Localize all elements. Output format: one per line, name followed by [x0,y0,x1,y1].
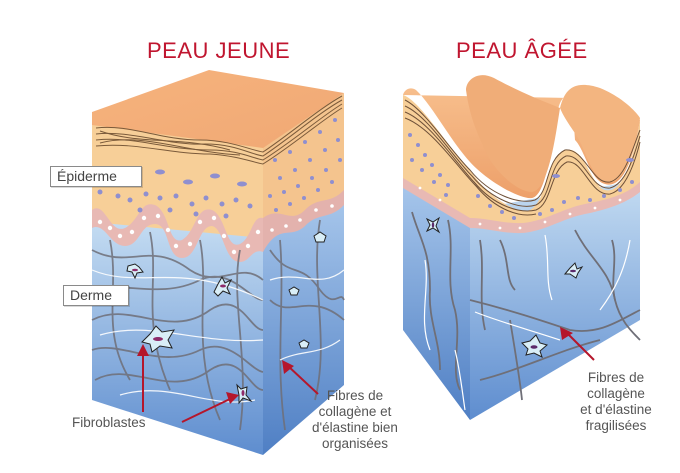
caption-line: fragilisées [585,418,647,433]
title-young-skin: PEAU JEUNE [147,38,291,63]
caption-line: d'élastine bien [312,420,398,435]
young-basal-dots [97,204,334,255]
arrow-fibroblast-2 [181,397,233,423]
caption-line: organisées [321,436,389,451]
caption-line: et d'élastine [580,402,652,417]
annotation-arrows [137,327,595,423]
aged-epidermis-cells [408,133,634,220]
label-dermis: Derme [63,285,129,306]
title-aged-skin: PEAU ÂGÉE [456,38,588,63]
caption-line: collagène et [318,404,392,419]
aged-fibroblasts [425,216,584,358]
aged-dermis-right [470,180,640,420]
young-skin-block [91,70,345,455]
aged-stratum-corneum [404,99,641,216]
arrow-young-fibres [287,365,319,395]
arrow-aged-fibres [566,332,595,361]
caption-line: Fibres de [587,370,645,385]
young-basal-layer [92,204,263,262]
caption-line: collagène [587,386,645,401]
young-epidermis-front [92,125,263,240]
aged-dermis-left [403,178,470,420]
aged-elastin-fibres [423,234,631,411]
young-stratum-corneum [95,95,343,165]
caption-young-fibres: Fibres de collagène et d'élastine bien o… [300,388,410,452]
label-epidermis: Épiderme [50,166,142,187]
caption-aged-fibres: Fibres de collagène et d'élastine fragil… [566,370,666,434]
young-collagen-fibres [91,219,345,431]
caption-fibroblasts: Fibroblastes [72,415,146,430]
young-fibroblasts [126,231,327,405]
young-top-surface [92,70,344,150]
aged-skin-block [403,75,641,420]
young-dermis-side [263,192,344,455]
caption-line: Fibres de [326,388,384,403]
aged-collagen-fibres [411,211,641,401]
aged-epidermis [403,95,640,229]
